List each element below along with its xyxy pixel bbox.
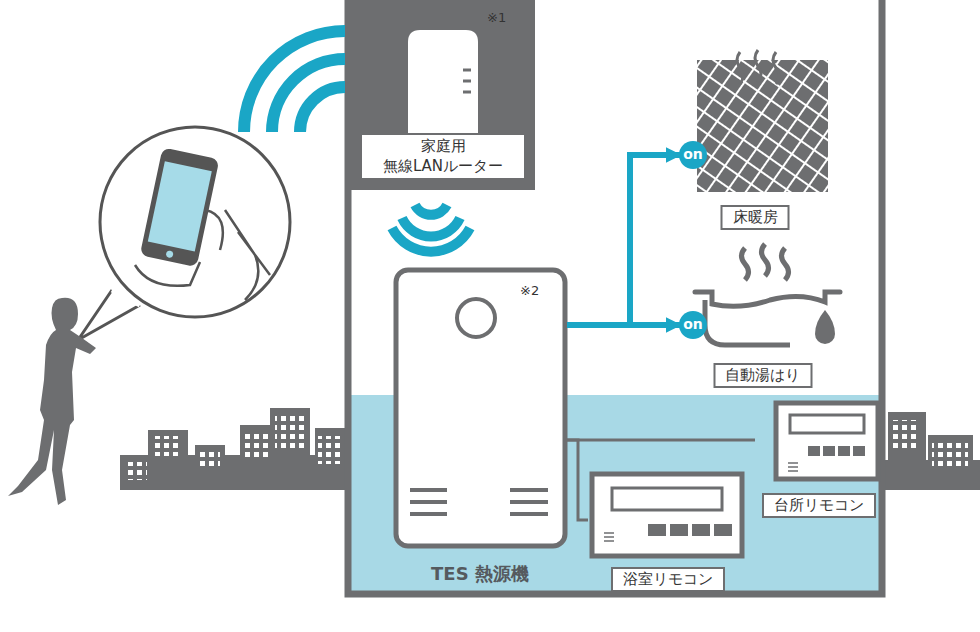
heat-source-unit <box>396 270 565 546</box>
remote-wire <box>567 439 755 442</box>
on-badge: on <box>679 311 707 339</box>
city-right <box>885 412 980 490</box>
bath-remote <box>592 474 742 556</box>
phone-bubble <box>78 127 290 340</box>
router-body <box>408 30 478 135</box>
kitchen-remote-node: 台所リモコン <box>755 398 883 518</box>
house-outline <box>348 0 882 594</box>
router-area <box>345 0 535 190</box>
woman-silhouette <box>8 298 96 505</box>
node-label: 台所リモコン <box>762 493 876 518</box>
unit-heading: TES 熱源機 <box>393 562 567 586</box>
auto-fill-node: 自動湯はり <box>680 235 845 388</box>
flow-arrow <box>567 155 680 325</box>
flow-arrow <box>567 322 680 328</box>
node-label: 浴室リモコン <box>611 567 725 592</box>
kitchen-remote <box>776 403 878 479</box>
bath-remote-node: 浴室リモコン <box>588 468 748 592</box>
router-leds <box>463 70 471 92</box>
node-label: 自動湯はり <box>713 363 812 388</box>
callout-number: ※1 <box>487 10 506 25</box>
on-badge: on <box>679 141 707 169</box>
router-label: 家庭用 無線LANルーター <box>360 133 526 180</box>
callout-number: ※2 <box>520 283 539 298</box>
floor-heating <box>697 50 828 192</box>
wifi-in <box>392 205 470 252</box>
node-label: 家庭用 無線LANルーター <box>366 137 520 176</box>
remote-wire <box>567 440 588 520</box>
bath-tub <box>695 244 840 345</box>
city-left <box>120 408 350 490</box>
heat-source-node: TES 熱源機 <box>393 268 567 586</box>
node-label: 床暖房 <box>721 205 790 230</box>
wifi-out <box>244 31 345 132</box>
floor-heating-node: 床暖房 <box>680 55 830 230</box>
